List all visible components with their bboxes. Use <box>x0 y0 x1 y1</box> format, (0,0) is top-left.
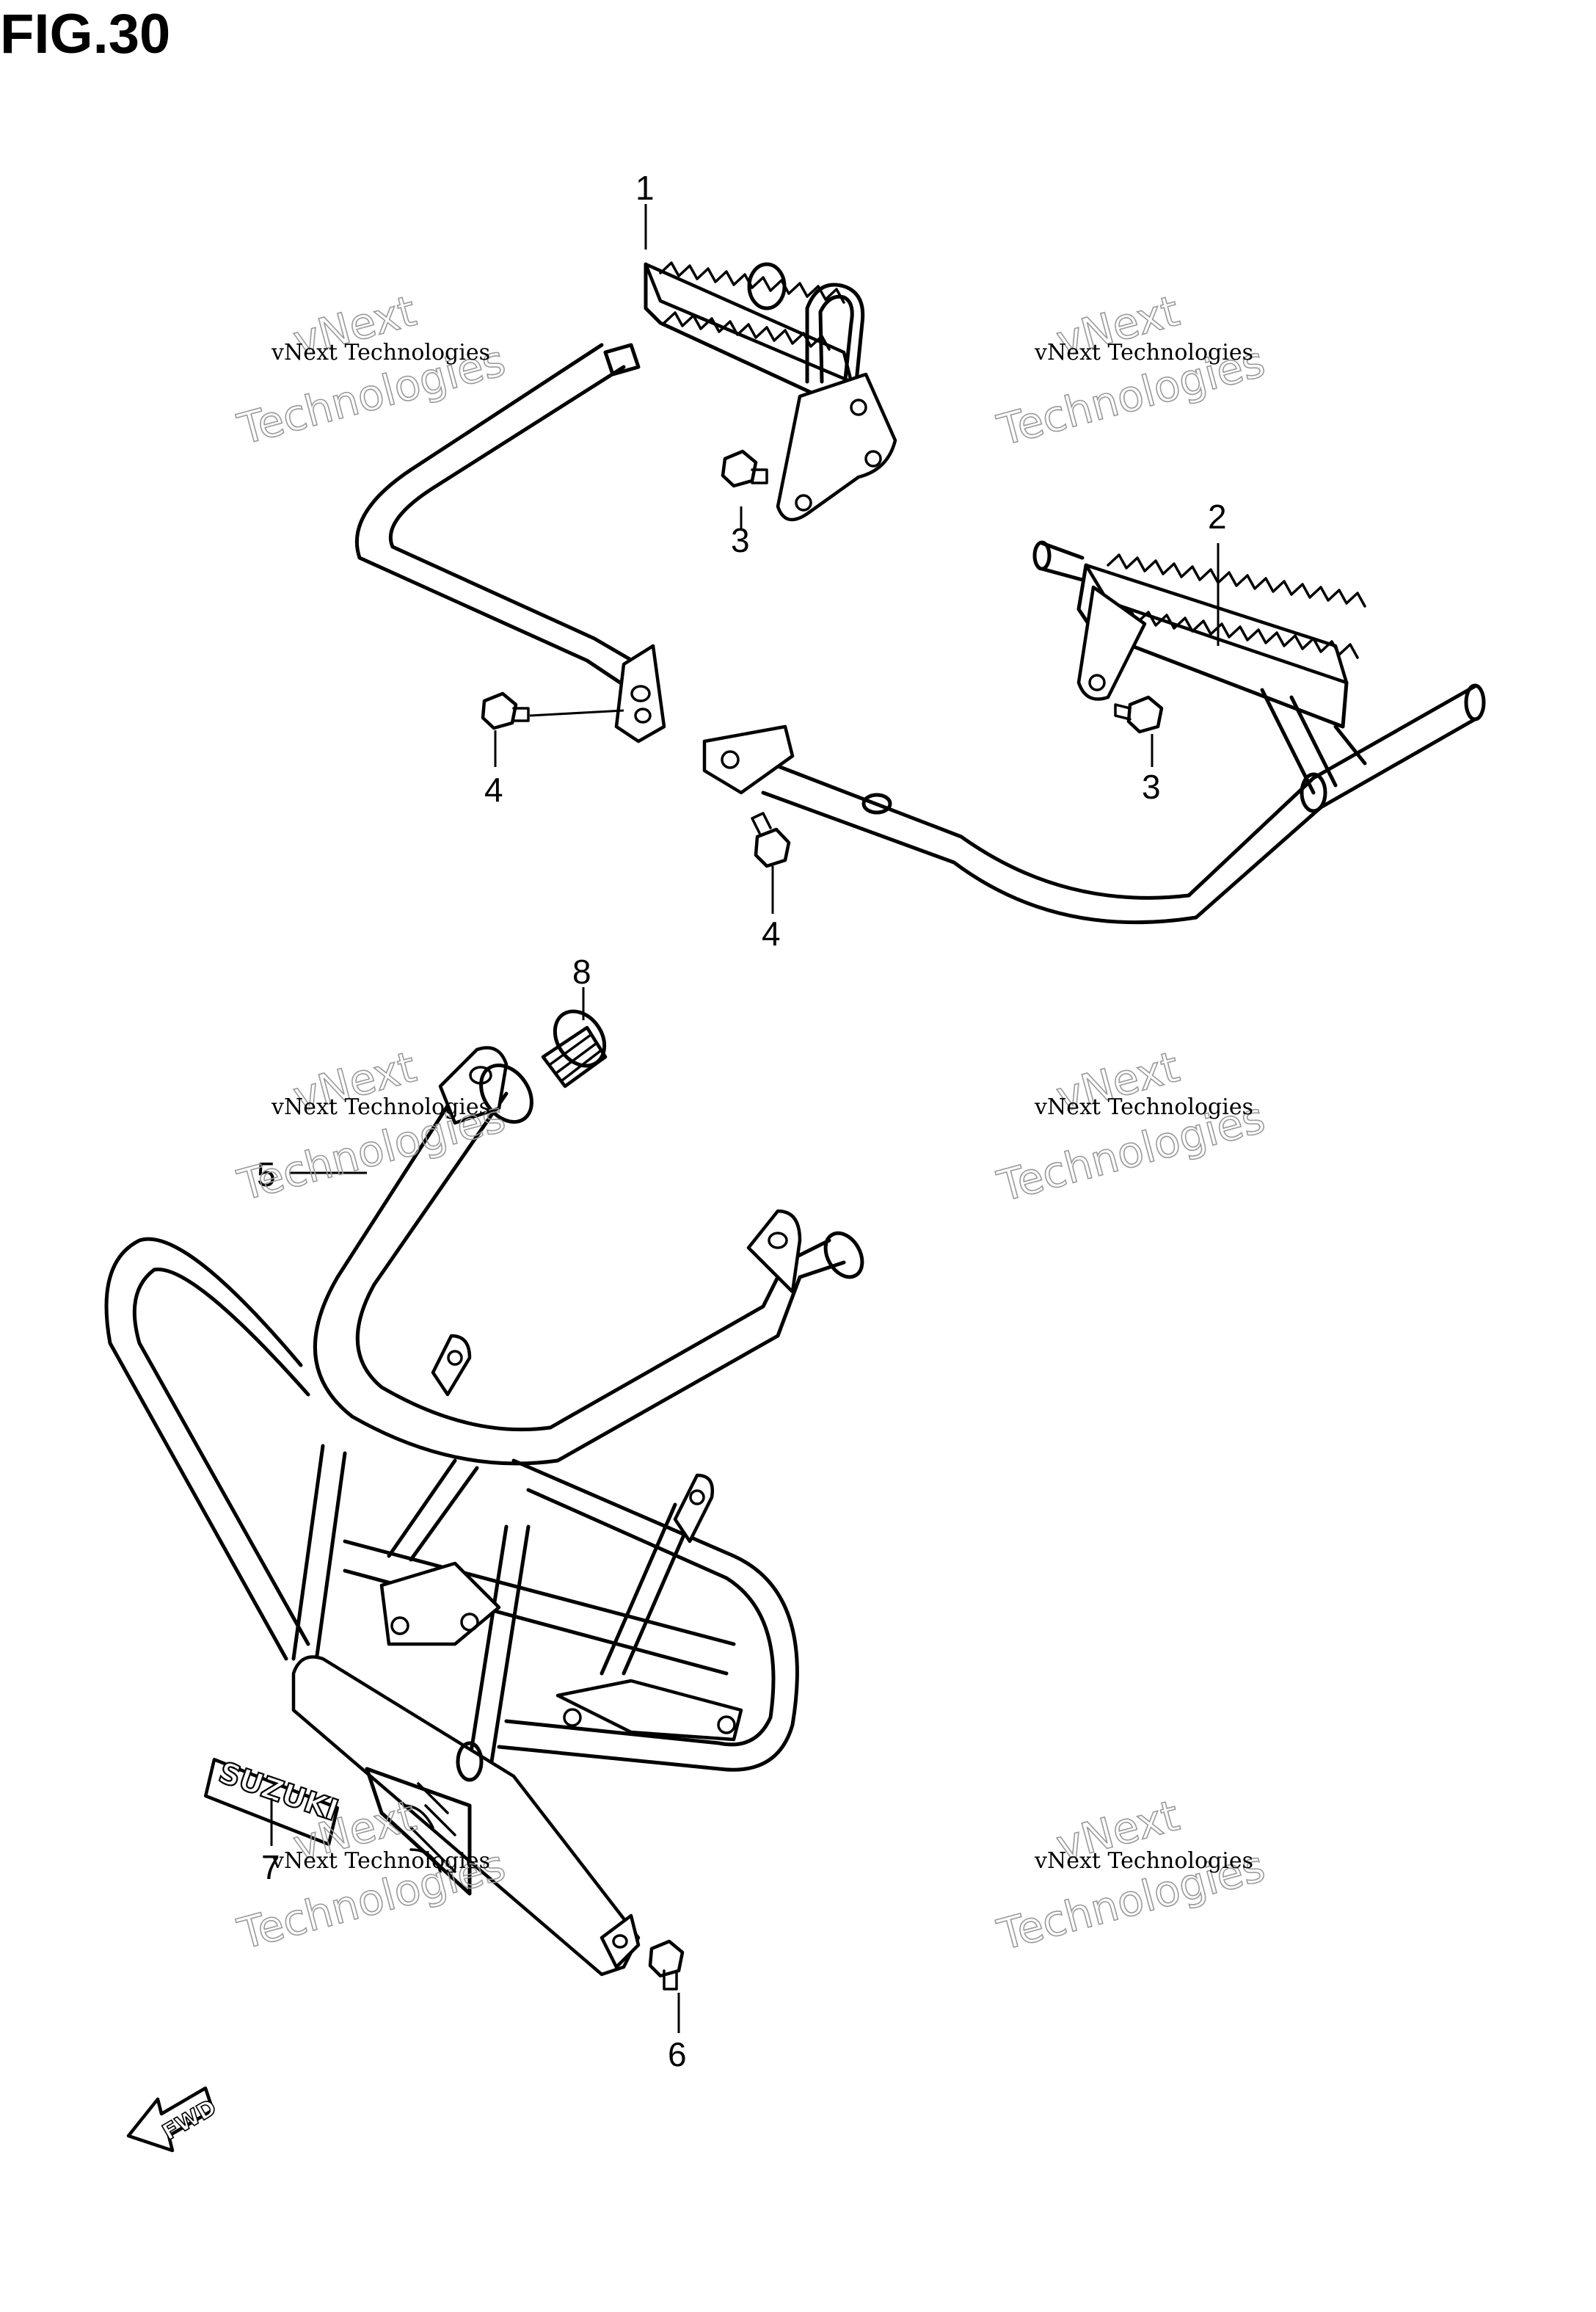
watermark-top-left: vNext Technologies vNext Technologies <box>232 285 511 455</box>
watermark-line: vNext Technologies <box>271 1094 490 1120</box>
callout-4-right: 4 <box>762 915 781 953</box>
callout-8: 8 <box>572 953 591 991</box>
callout-2: 2 <box>1208 498 1227 536</box>
watermark-bottom-right: vNext Technologies vNext Technologies <box>991 1789 1270 1960</box>
watermark-mid-right: vNext Technologies vNext Technologies <box>991 1041 1270 1212</box>
callout-4-left: 4 <box>484 771 503 809</box>
part-3-bolt-upper <box>721 449 768 488</box>
watermark-top-right: vNext Technologies vNext Technologies <box>991 285 1270 456</box>
watermark-line: vNext Technologies <box>1034 340 1253 366</box>
callout-6: 6 <box>668 2035 687 2073</box>
part-6-bolt <box>648 1939 685 1991</box>
callout-3-upper: 3 <box>731 521 750 559</box>
leader-lines <box>270 204 1220 2033</box>
part-4-bolt-left <box>481 691 530 730</box>
callout-3-right: 3 <box>1142 768 1161 806</box>
part-1-left-footrest <box>354 261 897 744</box>
part-4-bolt-right <box>751 812 791 868</box>
callouts: 1 2 3 3 4 4 5 6 7 8 <box>257 169 1227 2073</box>
part-3-bolt-right <box>1114 695 1164 734</box>
forward-arrow-icon: FWD <box>126 2086 222 2153</box>
callout-7: 7 <box>261 1848 280 1886</box>
watermark-line: vNext Technologies <box>1034 1848 1253 1874</box>
figure-title: FIG.30 <box>0 3 170 65</box>
watermark-line: vNext Technologies <box>271 340 490 366</box>
part-5-front-guard <box>104 1046 864 1977</box>
part-2-right-footrest <box>702 540 1486 925</box>
callout-5: 5 <box>257 1155 276 1193</box>
part-8-plug <box>541 1009 608 1088</box>
watermark-line: vNext Technologies <box>1034 1094 1253 1120</box>
callout-1: 1 <box>635 169 655 207</box>
watermark-line: vNext Technologies <box>271 1848 490 1874</box>
